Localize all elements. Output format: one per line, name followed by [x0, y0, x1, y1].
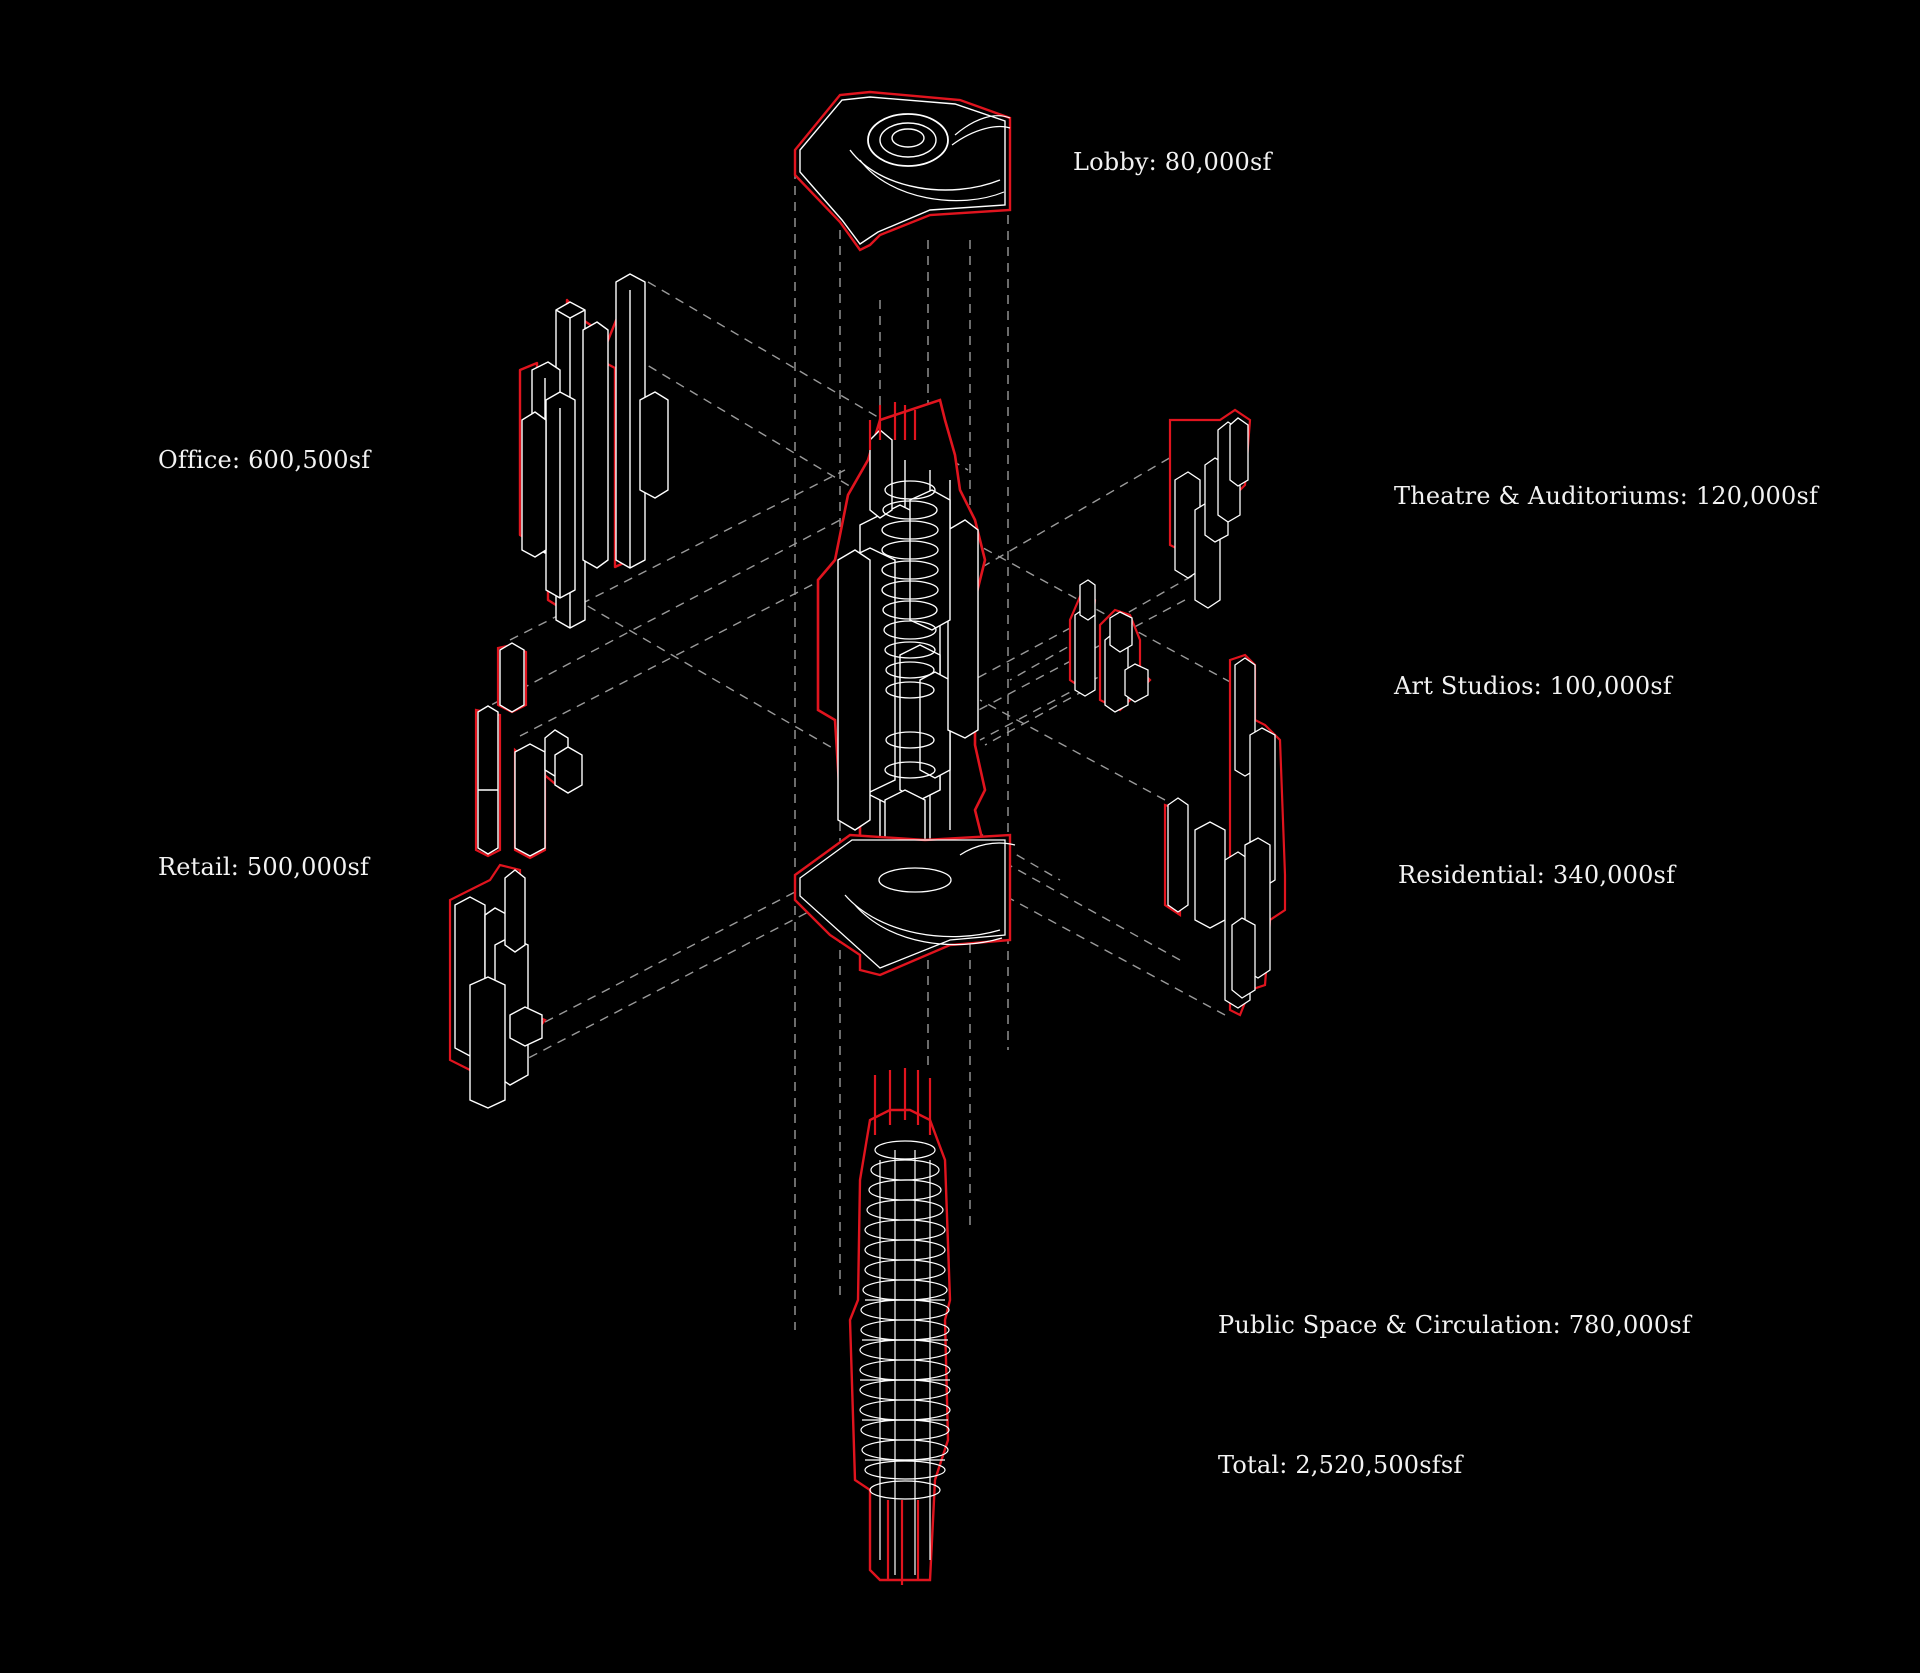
retail-blocks: [448, 642, 583, 1109]
theatre-blocks: [1168, 408, 1252, 609]
theatre-label: Theatre & Auditoriums: 120,000sf: [1394, 482, 1819, 510]
public-space-tower: [848, 1068, 952, 1585]
art-studios-label: Art Studios: 100,000sf: [1394, 672, 1672, 700]
lobby-slab-lower: [793, 833, 1016, 977]
office-blocks: [518, 273, 669, 629]
retail-label: Retail: 500,000sf: [158, 853, 370, 881]
residential-blocks: [1163, 653, 1287, 1017]
central-tower-mid: [816, 398, 987, 882]
lobby-label: Lobby: 80,000sf: [1073, 148, 1272, 176]
total-label: Total: 2,520,500sfsf: [1218, 1451, 1463, 1479]
art-studio-blocks: [1068, 579, 1152, 713]
office-label: Office: 600,500sf: [158, 446, 371, 474]
residential-label: Residential: 340,000sf: [1398, 861, 1676, 889]
public-space-label: Public Space & Circulation: 780,000sf: [1218, 1311, 1691, 1339]
lobby-slab-top: [793, 90, 1012, 252]
